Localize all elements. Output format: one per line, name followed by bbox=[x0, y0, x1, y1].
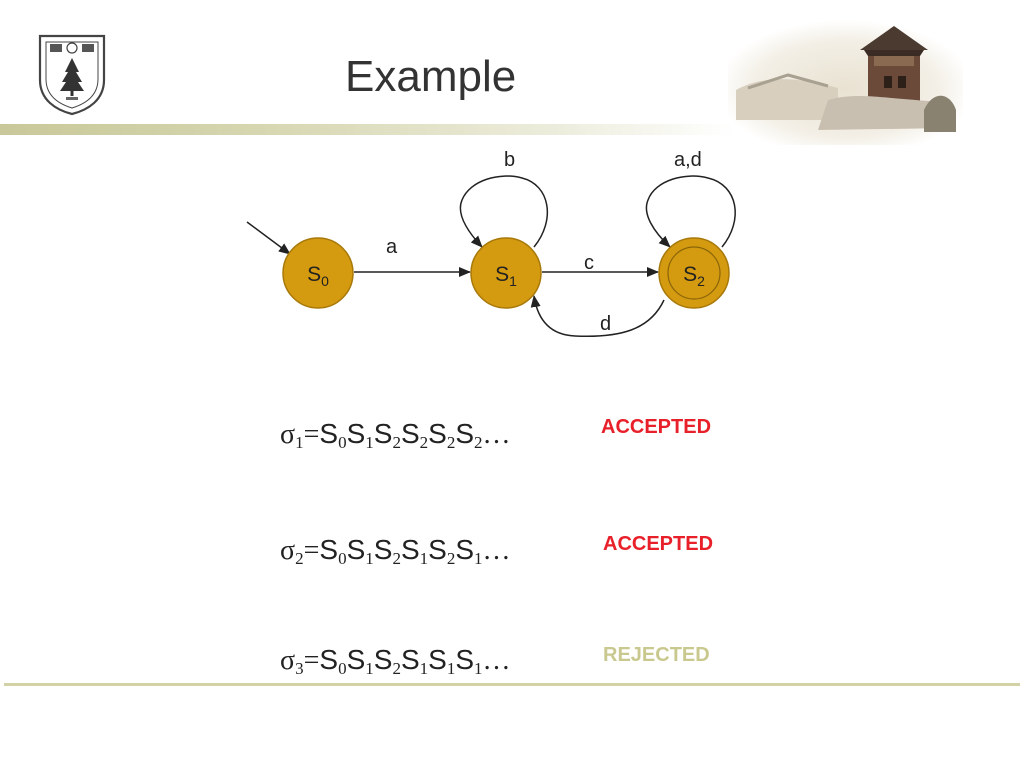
state-index: 2 bbox=[392, 549, 401, 568]
state-symbol: S bbox=[346, 534, 366, 565]
sigma-index: 3 bbox=[295, 659, 304, 678]
state-symbol: S bbox=[319, 418, 339, 449]
edge-label-b: b bbox=[504, 149, 515, 171]
run-sequence-2: σ2=S0S1S2S1S2S1… bbox=[280, 534, 511, 568]
state-index: 2 bbox=[392, 659, 401, 678]
equals-sign: = bbox=[303, 419, 320, 450]
ellipsis: … bbox=[482, 535, 511, 566]
edge-label-c: c bbox=[584, 252, 594, 274]
state-index: 1 bbox=[419, 549, 429, 568]
equals-sign: = bbox=[303, 645, 320, 676]
state-index: 0 bbox=[338, 433, 347, 452]
state-index: 1 bbox=[365, 659, 374, 678]
svg-text:S2: S2 bbox=[683, 263, 705, 289]
ellipsis: … bbox=[482, 419, 511, 450]
run-sequence-3: σ3=S0S1S2S1S1S1… bbox=[280, 644, 511, 678]
state-symbol: S bbox=[455, 418, 475, 449]
campus-photo bbox=[728, 20, 963, 145]
state-index: 1 bbox=[446, 659, 456, 678]
sigma-symbol: σ bbox=[280, 645, 296, 676]
edge-label-a: a bbox=[386, 236, 398, 258]
edge-s2-s1 bbox=[530, 295, 665, 338]
state-index: 0 bbox=[338, 549, 347, 568]
equals-sign: = bbox=[303, 535, 320, 566]
edge-label-ad: a,d bbox=[674, 149, 702, 171]
state-index: 1 bbox=[474, 659, 483, 678]
sigma-symbol: σ bbox=[280, 535, 296, 566]
state-index: 1 bbox=[474, 549, 483, 568]
state-index: 2 bbox=[392, 433, 401, 452]
sigma-symbol: σ bbox=[280, 419, 296, 450]
state-s1: S1 bbox=[470, 237, 542, 309]
edge-label-d: d bbox=[600, 313, 611, 335]
state-symbol: S bbox=[319, 534, 339, 565]
state-s0: S0 bbox=[282, 237, 354, 309]
state-diagram: a b c d a,d S0 S1 S2 bbox=[246, 149, 736, 338]
state-symbol: S bbox=[400, 534, 420, 565]
state-index: 2 bbox=[474, 433, 483, 452]
slide-title: Example bbox=[345, 52, 517, 101]
state-symbol: S bbox=[455, 644, 475, 675]
loop-s2 bbox=[645, 175, 736, 248]
state-index: 2 bbox=[446, 433, 456, 452]
initial-arrow bbox=[246, 221, 291, 255]
state-symbol: S bbox=[428, 534, 447, 565]
ellipsis: … bbox=[482, 645, 511, 676]
state-symbol: S bbox=[373, 534, 393, 565]
state-index: 1 bbox=[419, 659, 429, 678]
state-index: 1 bbox=[365, 433, 374, 452]
university-logo bbox=[38, 34, 106, 116]
state-index: 2 bbox=[446, 549, 456, 568]
bottom-divider bbox=[4, 683, 1020, 686]
run-status-2: ACCEPTED bbox=[603, 533, 714, 555]
state-symbol: S bbox=[400, 644, 420, 675]
run-status-3: REJECTED bbox=[603, 644, 710, 666]
state-symbol: S bbox=[455, 534, 475, 565]
svg-text:S0: S0 bbox=[307, 263, 329, 289]
state-index: 2 bbox=[419, 433, 429, 452]
state-symbol: S bbox=[373, 644, 393, 675]
state-symbol: S bbox=[400, 418, 420, 449]
state-symbol: S bbox=[373, 418, 393, 449]
sigma-index: 1 bbox=[295, 433, 304, 452]
run-status-1: ACCEPTED bbox=[601, 416, 712, 438]
top-divider bbox=[0, 124, 735, 135]
state-symbol: S bbox=[346, 644, 366, 675]
state-symbol: S bbox=[428, 644, 447, 675]
run-sequence-1: σ1=S0S1S2S2S2S2… bbox=[280, 418, 511, 452]
state-symbol: S bbox=[346, 418, 366, 449]
svg-text:S1: S1 bbox=[495, 263, 517, 289]
state-index: 0 bbox=[338, 659, 347, 678]
loop-s1 bbox=[459, 175, 549, 248]
state-symbol: S bbox=[428, 418, 447, 449]
state-index: 1 bbox=[365, 549, 374, 568]
sigma-index: 2 bbox=[295, 549, 304, 568]
state-s2-accepting: S2 bbox=[658, 237, 730, 309]
state-symbol: S bbox=[319, 644, 339, 675]
